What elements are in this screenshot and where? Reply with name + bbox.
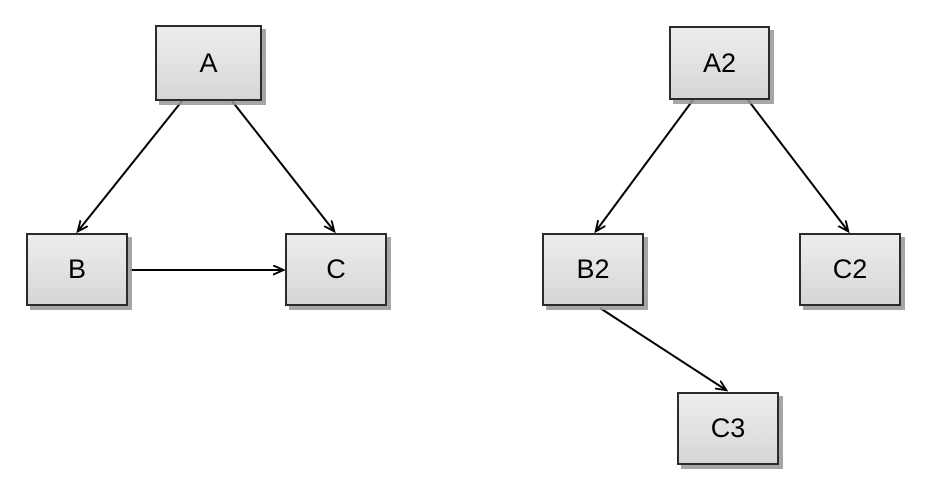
node-a[interactable]: A — [155, 25, 262, 101]
node-label-c3: C3 — [710, 413, 746, 443]
node-label-b: B — [67, 254, 86, 284]
node-c3[interactable]: C3 — [677, 392, 779, 465]
edge-a-to-b[interactable] — [78, 100, 183, 231]
node-label-a: A — [199, 47, 218, 78]
node-c2[interactable]: C2 — [799, 233, 901, 306]
node-b[interactable]: B — [26, 233, 128, 306]
edge-a2-to-c2[interactable] — [747, 99, 848, 231]
node-label-c2: C2 — [832, 254, 868, 284]
node-label-c: C — [326, 254, 346, 284]
edge-a2-to-b2[interactable] — [596, 99, 694, 231]
edge-b2-to-c3[interactable] — [599, 307, 726, 390]
node-b2[interactable]: B2 — [542, 233, 644, 306]
node-a2[interactable]: A2 — [669, 26, 770, 100]
node-c[interactable]: C — [285, 233, 387, 306]
node-label-b2: B2 — [576, 254, 610, 284]
node-label-a2: A2 — [702, 47, 737, 78]
edge-a-to-c[interactable] — [231, 100, 334, 231]
